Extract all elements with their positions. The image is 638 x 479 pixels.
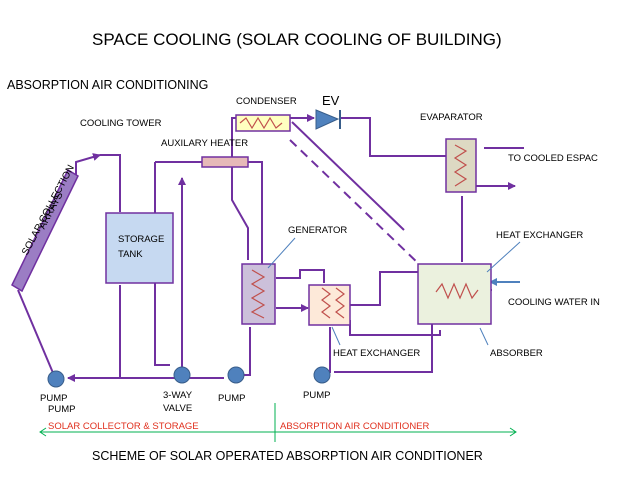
label-storage: STORAGE	[118, 234, 165, 245]
expansion-valve-icon	[315, 109, 340, 130]
label-solar-collector-storage: SOLAR COLLECTOR & STORAGE	[48, 421, 199, 432]
absorber-coil-icon	[435, 282, 479, 300]
label-pump-1b: PUMP	[48, 404, 76, 415]
pipe-generator-to-hx	[276, 269, 325, 283]
label-tank: TANK	[118, 249, 143, 260]
heat-exchanger-coil-2-icon	[335, 287, 345, 319]
pipe-pump3-to-hx	[322, 327, 331, 373]
label-three-way: 3-WAY	[163, 390, 193, 401]
three-way-valve	[173, 366, 191, 384]
label-valve: VALVE	[163, 403, 193, 414]
label-evaparator: EVAPARATOR	[420, 112, 483, 123]
dashed-vapour-line	[289, 139, 421, 266]
heat-exchanger-coil-1-icon	[321, 287, 331, 319]
generator-coil-icon	[250, 269, 266, 319]
label-heat-exchanger-bottom: HEAT EXCHANGER	[333, 348, 421, 359]
auxiliary-heater	[201, 156, 249, 168]
leader-heat-exchanger	[486, 241, 521, 273]
label-cooling-water-in: COOLING WATER IN	[508, 297, 600, 308]
label-condenser: CONDENSER	[236, 96, 297, 107]
label-pump-3: PUMP	[303, 390, 331, 401]
pipe-ev-to-evaporator	[340, 117, 446, 157]
label-absorber: ABSORBER	[490, 348, 543, 359]
label-pump-1: PUMP	[40, 393, 68, 404]
evaporator-coil-icon	[453, 144, 468, 187]
label-heat-exchanger-right: HEAT EXCHANGER	[496, 230, 584, 241]
leader-lines	[267, 237, 521, 346]
section-divider	[39, 403, 517, 442]
leader-heat-exchanger-bottom	[331, 326, 341, 346]
storage-tank	[105, 212, 174, 284]
section-arrow-right	[509, 427, 517, 437]
pipe-absorber-to-hx	[349, 320, 441, 336]
pipe-storage-to-pump	[67, 285, 121, 382]
label-auxilary-heater: AUXILARY HEATER	[161, 138, 249, 149]
absorber	[417, 263, 492, 325]
pump-3	[313, 366, 331, 384]
pipe-generator-to-condenser	[231, 132, 249, 260]
label-generator: GENERATOR	[288, 225, 348, 236]
pipe-heater-to-generator	[248, 161, 263, 265]
label-absorption-air-conditioner: ABSORPTION AIR CONDITIONER	[280, 421, 430, 432]
section-arrow-left	[39, 427, 47, 437]
diagram-subtitle: ABSORPTION AIR CONDITIONING	[7, 78, 209, 92]
pipe-condenser-diagonal	[291, 121, 405, 231]
pipe-collector-feed	[17, 289, 57, 381]
pipe-hx-to-absorber	[350, 271, 418, 306]
condenser-coil-icon	[239, 116, 283, 130]
pipe-to-storage	[100, 154, 121, 212]
solar-collector-array	[11, 168, 79, 293]
label-to-cooled-espac: TO COOLED ESPAC	[508, 153, 598, 164]
diagram-title: SPACE COOLING (SOLAR COOLING OF BUILDING…	[92, 30, 502, 49]
pump-2	[227, 366, 245, 384]
leader-generator	[267, 237, 296, 269]
evaporator	[445, 138, 477, 193]
label-ev: EV	[322, 93, 340, 108]
pump-1	[47, 370, 65, 388]
pipe-collector-out	[75, 153, 101, 180]
leader-absorber	[479, 327, 489, 346]
diagram-caption: SCHEME OF SOLAR OPERATED ABSORPTION AIR …	[92, 449, 483, 463]
pipe-absorber-to-pump3	[334, 324, 433, 373]
label-cooling-tower: COOLING TOWER	[80, 118, 162, 129]
label-pump-2: PUMP	[218, 393, 246, 404]
pipe-network	[17, 114, 524, 382]
